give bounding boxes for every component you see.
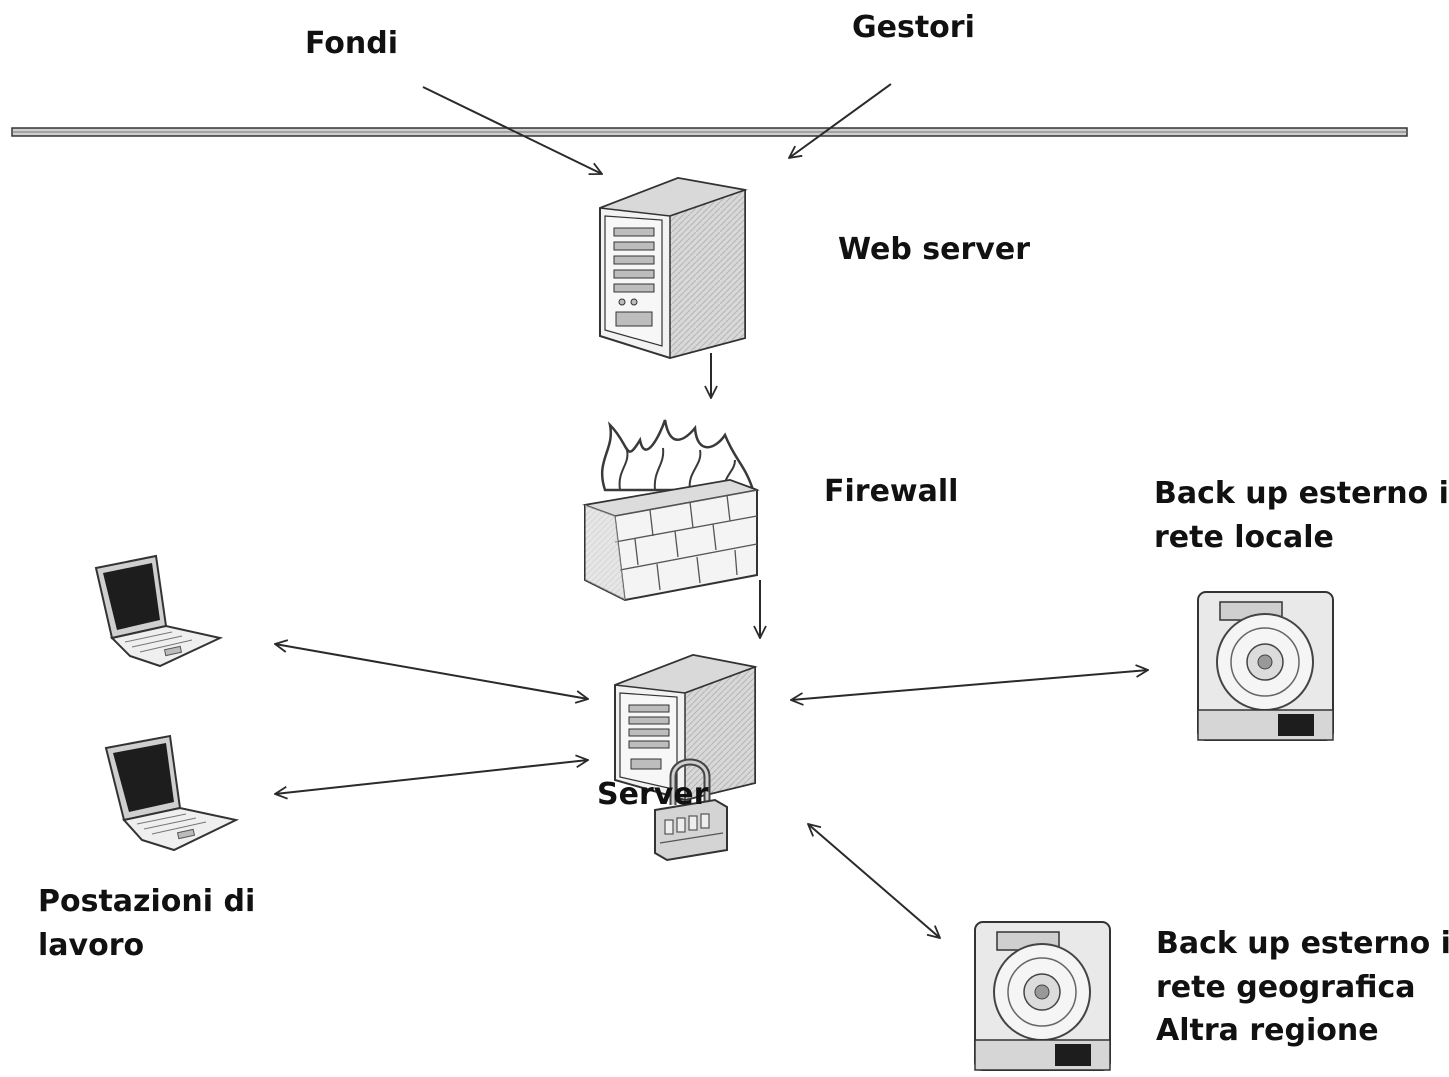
label-workstations-line-2: lavoro	[38, 927, 145, 963]
arrow-laptop2-server	[275, 760, 588, 794]
padlock-icon	[654, 758, 728, 862]
label-backup-geo-line-2: rete geografica	[1156, 969, 1416, 1005]
label-workstations: Postazioni di lavoro	[38, 880, 255, 967]
label-firewall: Firewall	[824, 474, 959, 509]
hard-drive-icon-geo	[974, 921, 1111, 1071]
firewall-icon	[582, 419, 760, 602]
label-backup-geo-line-1: Back up esterno in	[1156, 926, 1449, 961]
label-workstations-line-1: Postazioni di	[38, 884, 256, 919]
label-backup-geo-line-3: Altra regione	[1156, 1013, 1379, 1048]
server-icon	[614, 653, 758, 802]
label-server: Server	[597, 777, 709, 812]
label-gestori: Gestori	[852, 10, 975, 45]
label-backup-local-line-1: Back up esterno in	[1154, 476, 1449, 511]
arrow-fondi-to-webserver	[422, 86, 602, 174]
network-backbone-line	[11, 127, 1408, 137]
arrow-server-backup-geo	[808, 824, 940, 938]
laptop-icon-1	[94, 554, 224, 668]
laptop-icon-2	[104, 734, 240, 852]
label-web-server: Web server	[838, 232, 1030, 267]
label-backup-local: Back up esterno in rete locale	[1154, 472, 1449, 559]
label-backup-geo: Back up esterno in rete geografica Altra…	[1156, 922, 1449, 1053]
arrow-gestori-to-webserver	[789, 83, 892, 158]
web-server-icon	[599, 176, 748, 360]
label-backup-local-line-2: rete locale	[1154, 519, 1334, 555]
arrow-server-backup-local	[791, 670, 1148, 700]
arrow-laptop1-server	[275, 644, 588, 699]
hard-drive-icon-local	[1197, 591, 1334, 741]
label-fondi: Fondi	[305, 26, 399, 61]
